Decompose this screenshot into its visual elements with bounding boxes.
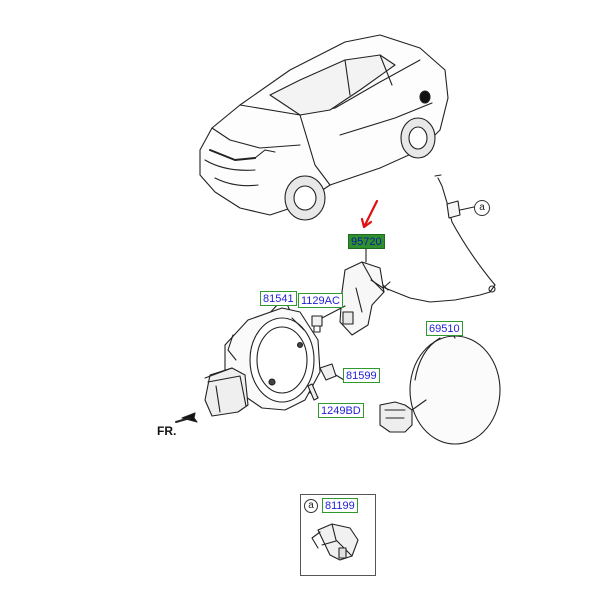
inset-ref-callout: a	[304, 499, 318, 513]
actuator-part	[339, 261, 385, 336]
part-label-1249BD[interactable]: 1249BD	[318, 403, 364, 418]
screw-part	[307, 383, 319, 401]
part-label-69510[interactable]: 69510	[426, 321, 463, 336]
part-label-81199[interactable]: 81199	[322, 498, 358, 513]
clip-part	[319, 363, 337, 381]
fuel-door-part	[379, 332, 501, 445]
part-label-95720[interactable]: 95720	[348, 234, 385, 249]
inset-detail-box	[300, 494, 376, 576]
inset-clip-part	[311, 523, 359, 561]
release-cable	[381, 174, 496, 303]
part-label-81599[interactable]: 81599	[343, 368, 380, 383]
part-label-1129AC[interactable]: 1129AC	[298, 293, 343, 308]
bolt-part	[311, 315, 323, 333]
part-label-81541[interactable]: 81541	[260, 291, 297, 306]
front-direction-label: FR.	[157, 424, 177, 438]
pointer-arrow	[362, 199, 379, 229]
filler-housing	[204, 307, 321, 417]
vehicle-illustration	[199, 34, 449, 221]
cable-ref-callout: a	[474, 200, 490, 216]
